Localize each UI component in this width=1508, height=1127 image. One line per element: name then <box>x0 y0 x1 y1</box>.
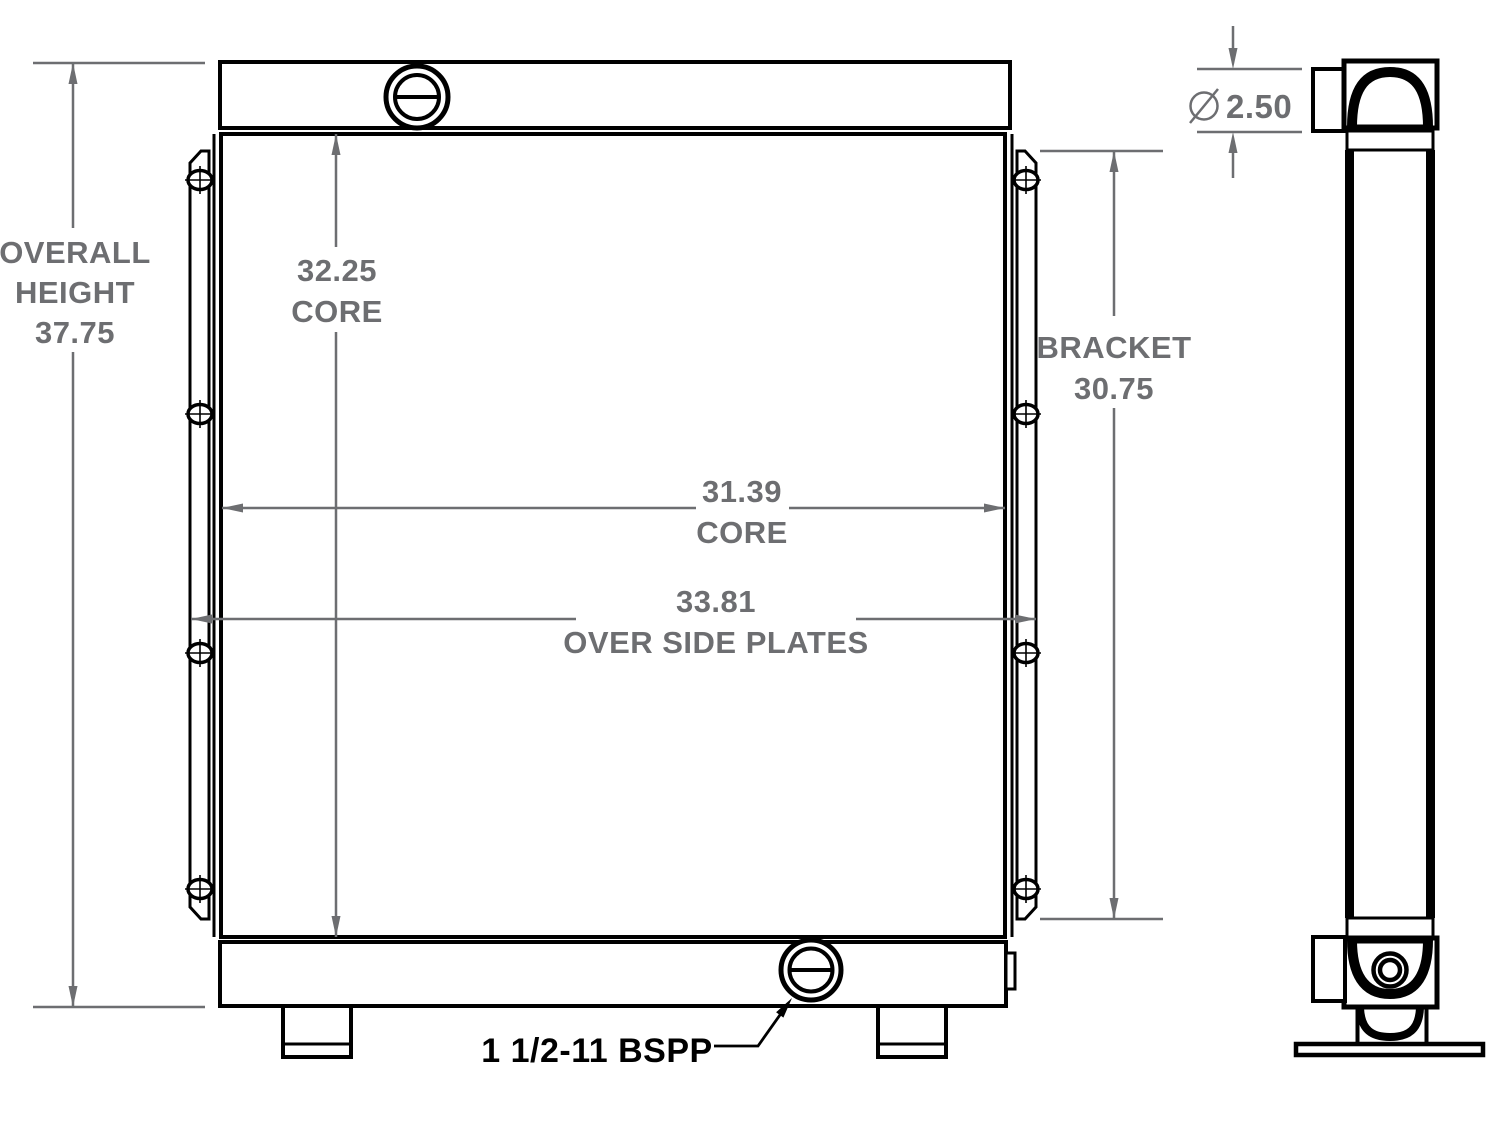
bottom-tank <box>218 940 1008 1008</box>
side-base-plate <box>1293 1041 1486 1058</box>
arrowhead-up-icon <box>1109 151 1119 172</box>
arrowhead-up-icon <box>1228 132 1238 153</box>
left-mounting-bracket <box>185 149 215 921</box>
arrowhead-right-icon <box>984 503 1005 513</box>
port-diameter-value: 2.50 <box>1226 88 1292 125</box>
top-tank <box>218 60 1012 130</box>
right-bracket-plate <box>1015 149 1038 921</box>
diameter-symbol-icon <box>1189 88 1219 124</box>
leader-line <box>714 1004 789 1048</box>
bottom-tank-right-tab <box>1004 951 1017 991</box>
arrowhead-up-icon <box>331 134 341 155</box>
overall-height-value: 37.75 <box>35 315 115 350</box>
side-foot <box>1355 1007 1429 1044</box>
arrowhead-right-icon <box>1015 614 1036 624</box>
right-bracket-hole <box>1011 166 1041 194</box>
right-mounting-bracket <box>1011 149 1041 921</box>
arrowhead-left-icon <box>222 503 243 513</box>
side-bolt-hole-inner <box>1377 957 1403 983</box>
bracket-label: BRACKET <box>1036 330 1191 365</box>
overall-height-label-line2: HEIGHT <box>15 275 135 310</box>
left-bracket-plate <box>188 149 211 921</box>
front-view <box>185 60 1041 1059</box>
over-side-plates-value: 33.81 <box>676 584 756 619</box>
left-bracket-hole <box>185 639 215 667</box>
top-port-plug <box>383 63 451 131</box>
side-bottom-tank-tab <box>1311 935 1347 1003</box>
core <box>219 132 1007 939</box>
dimension-port-diameter: 2.50 <box>1189 26 1302 178</box>
side-view <box>1293 58 1486 1058</box>
right-bracket-hole <box>1011 400 1041 428</box>
left-foot <box>281 1004 353 1059</box>
arrowhead-leader-icon <box>776 998 792 1018</box>
core-width-label: CORE <box>696 515 788 550</box>
dimension-bracket-height: BRACKET 30.75 <box>1036 149 1191 921</box>
dimension-over-side-plates: 33.81 OVER SIDE PLATES <box>191 584 1036 660</box>
dimension-core-width: 31.39 CORE <box>222 474 1005 550</box>
dimension-overall-height: OVERALL HEIGHT 37.75 <box>0 61 205 1009</box>
side-top-port-dome <box>1347 66 1433 128</box>
left-bracket-hole <box>185 400 215 428</box>
side-bottom-port-dome <box>1347 939 1433 1000</box>
callout-bottom-port-thread: 1 1/2-11 BSPP <box>481 998 792 1070</box>
core-width-value: 31.39 <box>702 474 782 509</box>
left-bracket-hole <box>185 166 215 194</box>
right-foot <box>876 1004 948 1059</box>
arrowhead-down-icon <box>1109 898 1119 919</box>
bottom-port-thread-label: 1 1/2-11 BSPP <box>481 1032 712 1070</box>
over-side-plates-label: OVER SIDE PLATES <box>563 625 868 660</box>
core-height-label: CORE <box>291 294 383 329</box>
arrowhead-down-icon <box>68 986 78 1007</box>
bracket-value: 30.75 <box>1074 371 1154 406</box>
arrowhead-left-icon <box>191 614 212 624</box>
right-bracket-hole <box>1011 639 1041 667</box>
right-bracket-hole <box>1011 875 1041 903</box>
side-top-band <box>1345 129 1435 152</box>
left-bracket-hole <box>185 875 215 903</box>
arrowhead-down-icon <box>1228 48 1238 69</box>
side-top-tank-tab <box>1311 67 1347 133</box>
arrowhead-up-icon <box>68 63 78 84</box>
bottom-port-plug <box>778 937 844 1003</box>
dimension-core-height: 32.25 CORE <box>291 134 383 937</box>
side-bottom-band <box>1345 916 1435 940</box>
arrowhead-down-icon <box>331 916 341 937</box>
core-height-value: 32.25 <box>297 253 377 288</box>
overall-height-label-line1: OVERALL <box>0 235 151 270</box>
